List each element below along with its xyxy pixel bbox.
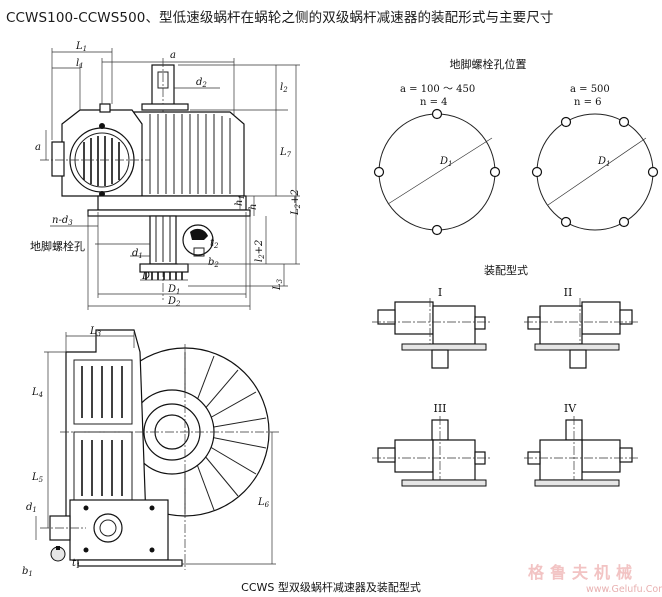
bolt-hole [560, 116, 572, 128]
left-D1: D1 [439, 156, 453, 168]
bolt-hole [647, 166, 659, 178]
assembly-type-ii: II [524, 286, 638, 369]
dim-l1: l1 [76, 58, 84, 70]
dim-h: h [248, 204, 259, 210]
front-view-drawing: L1 l1 a d2 a n-d3 地脚螺栓孔 d1 t2 b2 D D1 [30, 41, 302, 310]
dim-L2-plus-2: L2+2 [290, 189, 302, 216]
bolt-hole [489, 166, 501, 178]
dim-d1-front: d1 [132, 248, 143, 260]
assembly-type-iii: III [372, 402, 490, 487]
assembly-heading: 装配型式 [484, 263, 528, 277]
dim-l2-plus-2: l2+2 [254, 240, 266, 262]
bolt-hole [560, 216, 572, 228]
anchor-hole-label: 地脚螺栓孔 [30, 239, 85, 253]
left-a-range: a = 100 ～ 450 [400, 84, 475, 95]
bolt-hole [618, 216, 630, 228]
svg-text:III: III [433, 402, 446, 415]
dim-L6: L6 [257, 497, 270, 509]
dim-L3: L3 [89, 326, 102, 338]
dim-D1: D1 [167, 284, 181, 296]
dim-d1-side: d1 [26, 502, 37, 514]
dim-L7: L7 [279, 147, 292, 159]
dim-n-d3: n-d3 [52, 215, 73, 227]
right-n: n = 6 [574, 97, 602, 108]
svg-text:I: I [438, 286, 442, 299]
dim-h1: h1 [234, 195, 246, 206]
page-title: CCWS100-CCWS500、型低速级蜗杆在蜗轮之侧的双级蜗杆减速器的装配形式… [6, 10, 554, 26]
watermark-url: www.Gelufu.Com [586, 584, 662, 595]
watermark-logo: 格鲁夫机械 [528, 563, 638, 582]
assembly-types: 装配型式 I II III [372, 263, 638, 487]
side-view-drawing: L3 L4 L5 L6 d1 b1 t1 [22, 326, 280, 578]
bolt-hole [618, 116, 630, 128]
dim-t1: t1 [72, 558, 81, 570]
dim-l2: l2 [280, 82, 288, 94]
bolt-hole [431, 108, 443, 120]
dim-d2: d2 [196, 77, 207, 89]
dim-D: D [141, 271, 150, 282]
dim-L5: L5 [31, 472, 44, 484]
dim-D2: D2 [167, 296, 181, 308]
bolt-hole [431, 224, 443, 236]
svg-text:IV: IV [564, 402, 577, 415]
right-a-value: a = 500 [570, 84, 610, 95]
bolt-hole-positions: 地脚螺栓孔位置 a = 100 ～ 450 n = 4 a = 500 n = … [373, 57, 659, 236]
left-n: n = 4 [420, 97, 448, 108]
bolt-hole [531, 166, 543, 178]
assembly-type-iv: IV [524, 402, 638, 487]
dim-L1: L1 [75, 41, 87, 53]
dim-L3-right: L3 [272, 278, 284, 291]
dim-a-vertical: a [35, 142, 41, 153]
assembly-type-i: I [372, 286, 490, 369]
svg-text:II: II [564, 286, 573, 299]
dim-b2: b2 [208, 257, 219, 269]
right-D1: D1 [597, 156, 611, 168]
dim-t2: t2 [210, 238, 219, 250]
dim-a: a [170, 50, 176, 61]
bolt-hole-heading: 地脚螺栓孔位置 [450, 57, 527, 71]
dim-L4: L4 [31, 387, 43, 399]
dim-b1: b1 [22, 566, 33, 578]
bolt-hole [373, 166, 385, 178]
figure-caption: CCWS 型双级蜗杆减速器及装配型式 [241, 580, 421, 594]
